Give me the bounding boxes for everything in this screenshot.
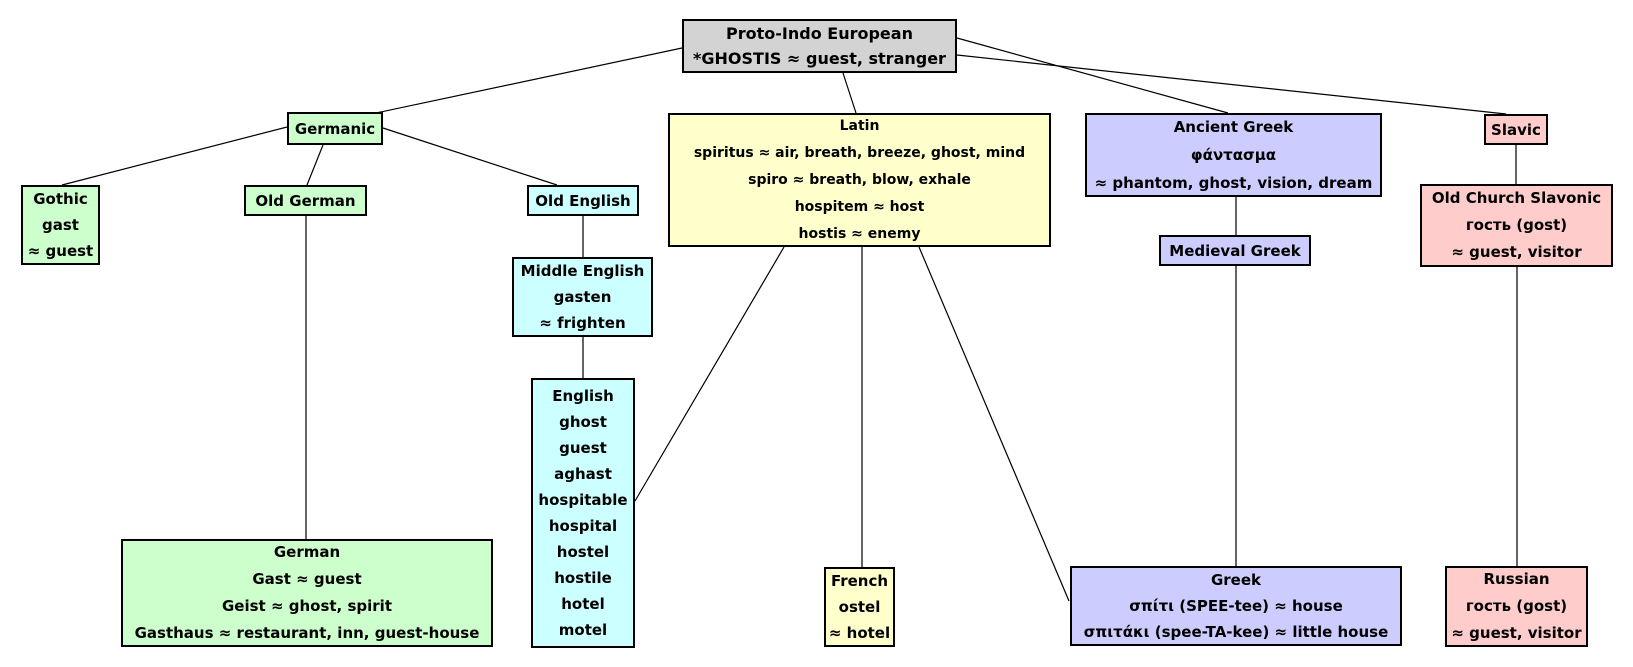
- node-gothic: Gothic gast ≈ guest: [21, 185, 100, 265]
- node-gloss: ≈ frighten: [539, 314, 626, 332]
- node-title: Gothic: [33, 190, 88, 208]
- node-title: Greek: [1210, 571, 1262, 589]
- node-gloss: ≈ hotel: [828, 624, 891, 642]
- node-french: French ostel ≈ hotel: [824, 567, 895, 647]
- node-word: guest: [559, 439, 607, 457]
- node-gloss: ≈ phantom, ghost, vision, dream: [1094, 174, 1373, 192]
- node-slavic: Slavic: [1484, 114, 1548, 145]
- edge-latin-english: [634, 246, 785, 502]
- node-title: Proto-Indo European: [726, 24, 913, 43]
- node-title: Middle English: [520, 262, 645, 280]
- edge-latin-greek: [918, 246, 1070, 602]
- node-gloss: hostis ≈ enemy: [798, 225, 921, 242]
- edge-pie-slavic: [956, 54, 1507, 115]
- node-gloss: *GHOSTIS ≈ guest, stranger: [693, 49, 946, 68]
- edge-germanic-gothic: [61, 126, 288, 186]
- edge-germanic-old-english: [382, 127, 558, 186]
- node-middle-english: Middle English gasten ≈ frighten: [512, 257, 653, 337]
- edge-pie-germanic: [375, 47, 683, 114]
- node-german: German Gast ≈ guest Geist ≈ ghost, spiri…: [121, 539, 493, 647]
- node-title: Old German: [255, 191, 356, 210]
- node-word: ostel: [838, 598, 881, 616]
- node-word: φάντασμα: [1190, 146, 1277, 164]
- node-title: Old English: [535, 191, 631, 210]
- edge-germanic-old-german: [306, 144, 324, 186]
- node-russian: Russian гость (gost) ≈ guest, visitor: [1445, 566, 1588, 647]
- node-word: ghost: [559, 413, 607, 431]
- node-gloss: Gast ≈ guest: [252, 570, 362, 588]
- node-old-german: Old German: [244, 185, 367, 216]
- node-title: Germanic: [294, 119, 376, 138]
- node-gloss: σπίτι (SPEE-tee) ≈ house: [1129, 597, 1343, 615]
- node-word: motel: [558, 621, 608, 639]
- node-gloss: hospitem ≈ host: [794, 198, 925, 215]
- node-ancient-greek: Ancient Greek φάντασμα ≈ phantom, ghost,…: [1085, 113, 1382, 197]
- node-english: English ghost guest aghast hospitable ho…: [531, 378, 635, 648]
- node-gloss: ≈ guest, visitor: [1451, 243, 1582, 261]
- node-word: hotel: [561, 595, 605, 613]
- node-word: hostile: [554, 569, 612, 587]
- node-word: hostel: [556, 543, 610, 561]
- node-greek: Greek σπίτι (SPEE-tee) ≈ house σπιτάκι (…: [1070, 566, 1402, 646]
- node-title: French: [830, 572, 889, 590]
- node-word: hospital: [548, 517, 618, 535]
- node-medieval-greek: Medieval Greek: [1159, 235, 1311, 266]
- node-gloss: ≈ guest, visitor: [1451, 624, 1582, 642]
- node-word: gasten: [553, 288, 612, 306]
- node-title: German: [273, 543, 341, 561]
- edge-pie-ancient-greek: [956, 37, 1229, 114]
- node-gloss: σπιτάκι (spee-TA-kee) ≈ little house: [1083, 623, 1389, 641]
- node-proto-indo-european: Proto-Indo European *GHOSTIS ≈ guest, st…: [682, 19, 957, 73]
- node-old-english: Old English: [527, 185, 639, 216]
- node-title: English: [552, 387, 614, 405]
- node-gloss: spiritus ≈ air, breath, breeze, ghost, m…: [693, 144, 1026, 161]
- node-word: гость (gost): [1465, 216, 1568, 234]
- node-word: гость (gost): [1465, 597, 1568, 615]
- node-title: Latin: [839, 117, 880, 134]
- node-gloss: Geist ≈ ghost, spirit: [222, 597, 392, 615]
- node-title: Medieval Greek: [1169, 241, 1301, 260]
- node-old-church-slavonic: Old Church Slavonic гость (gost) ≈ guest…: [1420, 184, 1613, 267]
- node-gloss: spiro ≈ breath, blow, exhale: [748, 171, 971, 188]
- edge-pie-latin: [842, 72, 857, 114]
- node-gloss: ≈ guest: [27, 242, 94, 260]
- node-title: Russian: [1483, 570, 1550, 588]
- node-gloss: Gasthaus ≈ restaurant, inn, guest-house: [134, 624, 480, 642]
- node-title: Slavic: [1491, 120, 1541, 139]
- node-latin: Latin spiritus ≈ air, breath, breeze, gh…: [668, 113, 1051, 247]
- node-title: Old Church Slavonic: [1431, 189, 1602, 207]
- node-word: hospitable: [538, 491, 628, 509]
- node-word: aghast: [554, 465, 612, 483]
- node-title: Ancient Greek: [1173, 118, 1294, 136]
- node-word: gast: [42, 216, 79, 234]
- node-germanic: Germanic: [287, 112, 383, 145]
